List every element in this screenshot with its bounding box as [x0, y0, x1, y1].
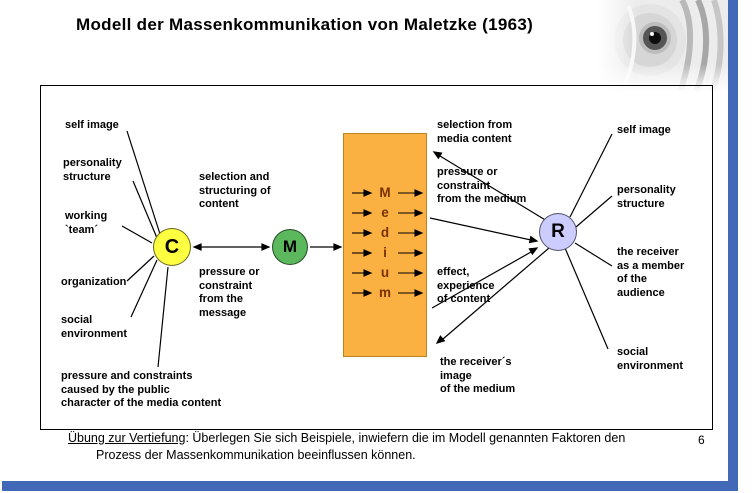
- label-r-audience-member: the receiver as a member of the audience: [617, 246, 685, 299]
- communicator-node: C: [153, 228, 191, 266]
- medium-letter: i: [383, 245, 387, 260]
- medium-letter: m: [378, 285, 391, 300]
- receiver-node-label: R: [551, 221, 565, 242]
- footer-note-lead: Übung zur Vertiefung: [68, 431, 186, 445]
- label-c-public-pressure: pressure and constraints caused by the p…: [61, 370, 222, 409]
- medium-letter: M: [379, 185, 391, 200]
- label-c-self-image: self image: [65, 119, 119, 131]
- label-c-personality-structure: personality structure: [63, 157, 122, 183]
- label-c-organization: organization: [61, 276, 127, 288]
- bottom-accent-bar: [2, 481, 728, 491]
- right-accent-bar: [728, 0, 738, 491]
- diagram-frame: [40, 85, 713, 430]
- medium-letter: d: [380, 225, 390, 240]
- medium-label: M e d i u m: [344, 183, 426, 303]
- footer-note-line1: Übung zur Vertiefung: Überlegen Sie sich…: [68, 431, 625, 445]
- communicator-node-label: C: [164, 235, 180, 258]
- message-node-label: M: [282, 237, 298, 256]
- label-selection-structuring: selection and structuring of content: [199, 171, 271, 210]
- label-pressure-from-medium: pressure or constraint from the medium: [437, 166, 527, 205]
- page-number: 6: [698, 433, 705, 447]
- label-r-self-image: self image: [617, 124, 671, 136]
- label-receiver-image-of-medium: the receiver´s image of the medium: [440, 356, 516, 395]
- label-c-social-environment: social environment: [61, 314, 128, 340]
- slide-title: Modell der Massenkommunikation von Malet…: [76, 15, 534, 34]
- label-effect-experience: effect, experience of content: [437, 266, 495, 305]
- receiver-node: R: [539, 213, 577, 251]
- owl-fade-left: [598, 0, 636, 92]
- owl-image: [598, 0, 728, 94]
- label-pressure-from-message: pressure or constraint from the message: [199, 266, 260, 319]
- footer-note-rest: : Überlegen Sie sich Beispiele, inwiefer…: [185, 431, 626, 445]
- footer-note-line2: Prozess der Massenkommunikation beeinflu…: [96, 448, 416, 462]
- message-node: M: [272, 229, 308, 265]
- label-c-working-team: working `team´: [65, 210, 108, 236]
- medium-letter: u: [380, 265, 390, 280]
- label-selection-from-media: selection from media content: [437, 119, 513, 145]
- label-r-social-environment: social environment: [617, 346, 684, 372]
- medium-letter: e: [381, 205, 389, 220]
- label-r-personality-structure: personality structure: [617, 184, 676, 210]
- medium-box: M e d i u m: [343, 133, 427, 357]
